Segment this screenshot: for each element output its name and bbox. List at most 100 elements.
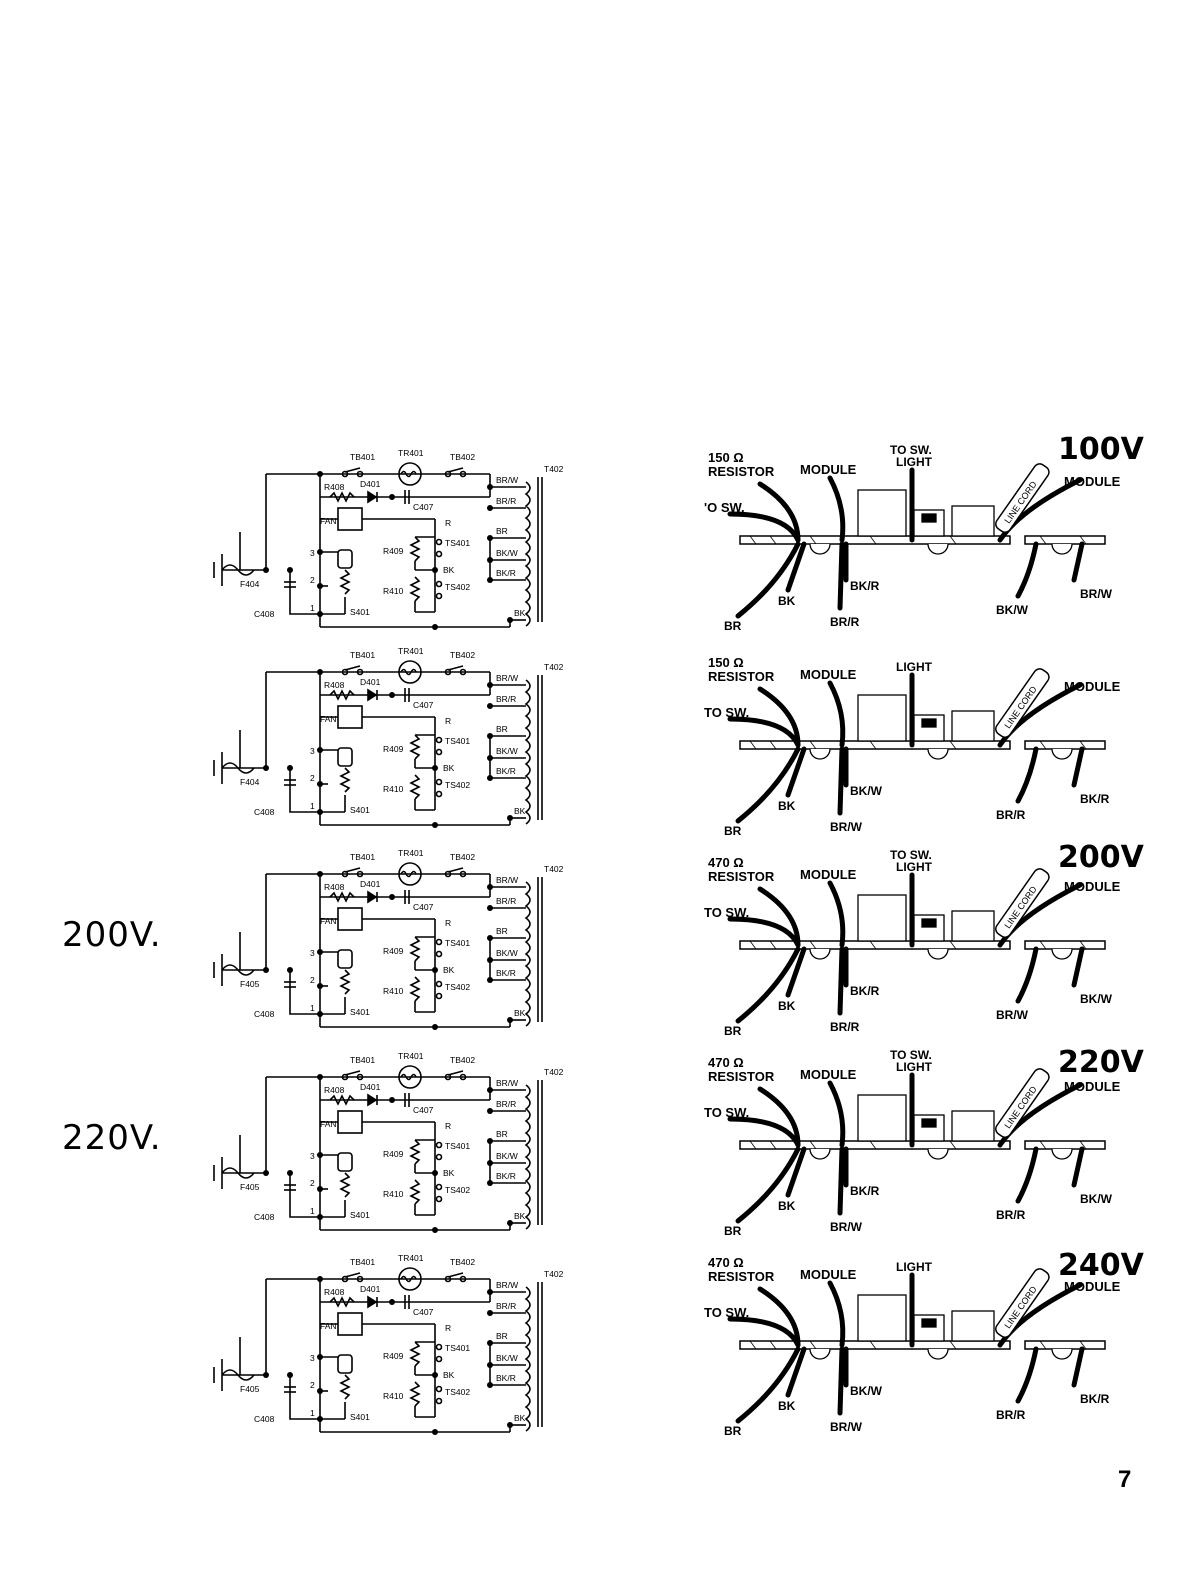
switch-light-label-2: LIGHT (896, 1260, 933, 1274)
label-bk-mid: BK (443, 565, 455, 575)
label-br: BR (496, 1129, 508, 1139)
label-ts402: TS402 (445, 1185, 470, 1195)
label-r408: R408 (324, 680, 345, 690)
label-pin-2: 2 (310, 1380, 315, 1390)
wire-label-4: BR/W (830, 820, 863, 834)
label-r409: R409 (383, 546, 404, 556)
wire-label-3: BK/W (850, 1384, 883, 1398)
label-bk-mid: BK (443, 763, 455, 773)
wire-label-1: BR (724, 824, 742, 838)
wire-label-1: BR (724, 1224, 742, 1238)
label-d401: D401 (360, 479, 381, 489)
label-pin-3: 3 (310, 746, 315, 756)
wire-label-6: BR/W (1080, 587, 1113, 601)
label-s401: S401 (350, 805, 370, 815)
label-r410: R410 (383, 784, 404, 794)
wiring-diagram-3: LINE CORD 470 Ω RESISTOR MODULE MODULE T… (704, 848, 1121, 1038)
module-label-right: MODULE (1064, 1279, 1121, 1294)
label-fuse: F405 (240, 1384, 260, 1394)
label-ts402: TS402 (445, 582, 470, 592)
label-fan: FAN (320, 1321, 337, 1331)
label-tb402: TB402 (450, 1055, 475, 1065)
label-r409: R409 (383, 946, 404, 956)
label-fan: FAN (320, 516, 337, 526)
wiring-diagram-4: LINE CORD 470 Ω RESISTOR MODULE MODULE T… (704, 1048, 1121, 1238)
wire-label-6: BK/W (1080, 992, 1113, 1006)
label-tb402: TB402 (450, 1257, 475, 1267)
label-r409: R409 (383, 1149, 404, 1159)
voltage-label-3: 200V (1058, 840, 1144, 875)
label-pin-2: 2 (310, 1178, 315, 1188)
resistor-label: RESISTOR (708, 1269, 775, 1284)
wire-label-5: BK/W (996, 603, 1029, 617)
label-pin-2: 2 (310, 575, 315, 585)
wire-label-2: BK (778, 999, 796, 1013)
label-r: R (445, 716, 451, 726)
label-tb401: TB401 (350, 1257, 375, 1267)
wire-label-6: BK/R (1080, 792, 1110, 806)
label-ts402: TS402 (445, 982, 470, 992)
label-s401: S401 (350, 1007, 370, 1017)
module-label-right: MODULE (1064, 1079, 1121, 1094)
label-ts401: TS401 (445, 1343, 470, 1353)
label-bk-r: BK/R (496, 766, 516, 776)
voltage-label-4: 220V (1058, 1045, 1144, 1080)
label-bk-mid: BK (443, 1168, 455, 1178)
label-br: BR (496, 526, 508, 536)
label-br: BR (496, 1331, 508, 1341)
wiring-diagram-1: LINE CORD 150 Ω RESISTOR MODULE MODULE '… (704, 443, 1121, 633)
label-ts401: TS401 (445, 1141, 470, 1151)
label-r: R (445, 1121, 451, 1131)
module-label-left: MODULE (800, 1067, 857, 1082)
label-bk-w: BK/W (496, 948, 518, 958)
wire-label-4: BR/R (830, 1020, 860, 1034)
label-c407: C407 (413, 1307, 434, 1317)
label-pin-1: 1 (310, 801, 315, 811)
label-t402: T402 (544, 864, 564, 874)
switch-light-label-1: TO SW. (890, 443, 932, 457)
label-ts401: TS401 (445, 538, 470, 548)
schematic-diagram-1: TB401 TR401 TB402 R408 D401 C407 FAN R R… (213, 448, 564, 630)
label-bk: BK (514, 1413, 526, 1423)
label-c408: C408 (254, 1009, 275, 1019)
wire-label-2: BK (778, 799, 796, 813)
module-label-right: MODULE (1064, 879, 1121, 894)
schematic-diagram-4: TB401 TR401 TB402 R408 D401 C407 FAN R R… (213, 1051, 564, 1233)
label-fan: FAN (320, 714, 337, 724)
label-tr401: TR401 (398, 1051, 424, 1061)
label-fan: FAN (320, 1119, 337, 1129)
label-r410: R410 (383, 586, 404, 596)
label-tb401: TB401 (350, 1055, 375, 1065)
label-bk-r: BK/R (496, 968, 516, 978)
to-switch-label: TO SW. (704, 1105, 749, 1120)
wiring-diagram-2: LINE CORD 150 Ω RESISTOR MODULE MODULE T… (704, 655, 1121, 838)
label-pin-3: 3 (310, 1353, 315, 1363)
wiring-diagram-5: LINE CORD 470 Ω RESISTOR MODULE MODULE T… (704, 1255, 1121, 1438)
label-bk: BK (514, 1008, 526, 1018)
switch-light-label-1: TO SW. (890, 1048, 932, 1062)
label-tb402: TB402 (450, 852, 475, 862)
wire-label-4: BR/R (830, 615, 860, 629)
label-c408: C408 (254, 1212, 275, 1222)
label-ts402: TS402 (445, 1387, 470, 1397)
wire-label-2: BK (778, 594, 796, 608)
page-number: 7 (1118, 1466, 1132, 1493)
to-switch-label: TO SW. (704, 905, 749, 920)
label-r: R (445, 1323, 451, 1333)
label-d401: D401 (360, 1284, 381, 1294)
voltage-label-5: 240V (1058, 1248, 1144, 1283)
resistor-label: RESISTOR (708, 669, 775, 684)
label-bk-mid: BK (443, 965, 455, 975)
side-label-200v: 200V. (62, 915, 162, 955)
label-c407: C407 (413, 1105, 434, 1115)
label-br: BR (496, 724, 508, 734)
label-pin-1: 1 (310, 1003, 315, 1013)
label-tb402: TB402 (450, 650, 475, 660)
label-fuse: F404 (240, 777, 260, 787)
label-pin-3: 3 (310, 948, 315, 958)
wire-label-6: BK/W (1080, 1192, 1113, 1206)
schematic-diagram-2: TB401 TR401 TB402 R408 D401 C407 FAN R R… (213, 646, 564, 828)
label-pin-1: 1 (310, 1408, 315, 1418)
wire-label-1: BR (724, 619, 742, 633)
resistor-value: 470 Ω (708, 855, 744, 870)
